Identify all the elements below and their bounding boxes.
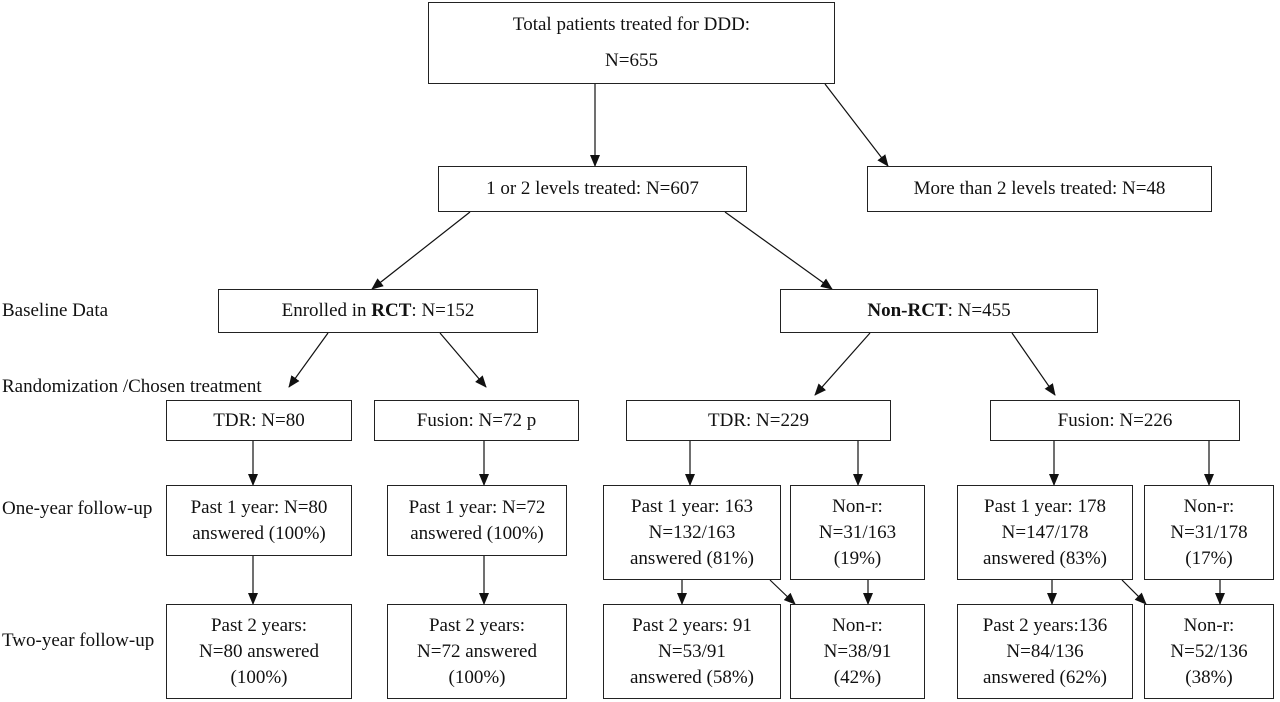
box-levels-more-than-2: More than 2 levels treated: N=48 bbox=[867, 166, 1212, 212]
non-fusion-text: Fusion: N=226 bbox=[1057, 409, 1173, 431]
nonrct-text: Non-RCT: N=455 bbox=[867, 298, 1010, 324]
rct-text: Enrolled in RCT: N=152 bbox=[282, 298, 475, 324]
label-one-year-follow-up: One-year follow-up bbox=[2, 496, 152, 522]
arrow-nonrct-to-fusion bbox=[1011, 332, 1056, 396]
two-year-line1: Two-year bbox=[2, 630, 75, 651]
non-fusion-2y-line3: answered (62%) bbox=[983, 666, 1107, 688]
rct-tdr-text: TDR: N=80 bbox=[213, 409, 305, 431]
non-fusion-1y-line1: Past 1 year: 178 bbox=[984, 495, 1106, 517]
rct-fusion-2y-line3: (100%) bbox=[448, 666, 506, 688]
non-fusion-2y-nr-line2: N=52/136 bbox=[1170, 640, 1248, 662]
non-tdr-2y-nr-line1: Non-r: bbox=[832, 614, 883, 636]
rct-fusion-2y-line2: N=72 answered bbox=[417, 640, 537, 662]
non-tdr-1y-nr-line3: (19%) bbox=[833, 547, 882, 569]
rct-bold: RCT bbox=[371, 300, 412, 321]
non-tdr-1y-nr-line2: N=31/163 bbox=[818, 521, 897, 543]
non-tdr-1y-line2: N=132/163 bbox=[648, 521, 736, 543]
box-rct-tdr-two-year: Past 2 years: N=80 answered (100%) bbox=[166, 604, 352, 699]
label-baseline-data: Baseline Data bbox=[2, 298, 108, 324]
randomization-line1: Randomization bbox=[2, 376, 119, 397]
rct-fusion-2y-line1: Past 2 years: bbox=[428, 614, 526, 636]
arrow-rct-to-tdr bbox=[288, 332, 329, 388]
box-non-fusion-two-year: Past 2 years:136 N=84/136 answered (62%) bbox=[957, 604, 1133, 699]
rct-fusion-1y-line1: Past 1 year: N=72 bbox=[408, 496, 546, 518]
arrow-levels12-to-nonrct bbox=[724, 211, 833, 290]
label-two-year-follow-up: Two-year follow-up bbox=[2, 628, 154, 654]
non-tdr-1y-line3: answered (81%) bbox=[630, 547, 754, 569]
box-non-rct-fusion: Fusion: N=226 bbox=[990, 400, 1240, 441]
box-non-fusion-one-year: Past 1 year: 178 N=147/178 answered (83%… bbox=[957, 485, 1133, 580]
non-tdr-2y-line1: Past 2 years: 91 bbox=[632, 614, 752, 636]
non-fusion-1y-line2: N=147/178 bbox=[1001, 521, 1089, 543]
one-year-line2: follow-up bbox=[77, 498, 153, 519]
non-fusion-2y-nr-line1: Non-r: bbox=[1183, 614, 1235, 636]
non-tdr-1y-line1: Past 1 year: 163 bbox=[631, 495, 753, 517]
non-fusion-1y-nr-line2: N=31/178 bbox=[1170, 521, 1248, 543]
rct-prefix: Enrolled in bbox=[281, 300, 372, 321]
non-fusion-1y-nr-line3: (17%) bbox=[1185, 547, 1233, 569]
box-rct: Enrolled in RCT: N=152 bbox=[218, 289, 538, 333]
randomization-line2: /Chosen bbox=[122, 376, 186, 397]
rct-fusion-text: Fusion: N=72 p bbox=[416, 409, 537, 431]
non-tdr-1y-nr-line1: Non-r: bbox=[832, 495, 883, 517]
box-levels-1-or-2: 1 or 2 levels treated: N=607 bbox=[438, 166, 747, 212]
nonrct-suffix: : N=455 bbox=[947, 300, 1011, 321]
one-year-line1: One-year bbox=[2, 498, 73, 519]
box-non-tdr-two-year: Past 2 years: 91 N=53/91 answered (58%) bbox=[603, 604, 781, 699]
rct-tdr-2y-line1: Past 2 years: bbox=[210, 614, 308, 636]
non-fusion-1y-line3: answered (83%) bbox=[983, 547, 1107, 569]
box-non-rct: Non-RCT: N=455 bbox=[780, 289, 1098, 333]
rct-tdr-1y-line2: answered (100%) bbox=[192, 522, 326, 544]
nonrct-bold: Non-RCT bbox=[867, 300, 948, 321]
box-non-rct-tdr: TDR: N=229 bbox=[626, 400, 891, 441]
box-total-patients: Total patients treated for DDD: N=655 bbox=[428, 2, 835, 84]
non-tdr-2y-nr-line3: (42%) bbox=[833, 666, 882, 688]
rct-tdr-1y-line1: Past 1 year: N=80 bbox=[190, 496, 328, 518]
label-randomization: Randomization /Chosen treatment bbox=[2, 374, 262, 400]
box-non-tdr-one-year: Past 1 year: 163 N=132/163 answered (81%… bbox=[603, 485, 781, 580]
box-rct-fusion-two-year: Past 2 years: N=72 answered (100%) bbox=[387, 604, 567, 699]
box-non-tdr-one-year-nonresponders: Non-r: N=31/163 (19%) bbox=[790, 485, 925, 580]
non-tdr-text: TDR: N=229 bbox=[708, 409, 809, 431]
two-year-line2: follow-up bbox=[79, 630, 155, 651]
box-rct-tdr-one-year: Past 1 year: N=80 answered (100%) bbox=[166, 485, 352, 556]
non-tdr-2y-nr-line2: N=38/91 bbox=[823, 640, 892, 662]
levels-more-text: More than 2 levels treated: N=48 bbox=[913, 178, 1166, 199]
non-fusion-2y-nr-line3: (38%) bbox=[1185, 666, 1233, 688]
non-fusion-2y-line2: N=84/136 bbox=[1006, 640, 1084, 662]
baseline-line1: Baseline Data bbox=[2, 300, 109, 321]
arrow-nonrct-to-tdr bbox=[814, 332, 871, 396]
box-rct-fusion: Fusion: N=72 p bbox=[374, 400, 579, 441]
box-non-tdr-two-year-nonresponders: Non-r: N=38/91 (42%) bbox=[790, 604, 925, 699]
arrow-non-tdr-1y-to-2y-nr bbox=[769, 579, 796, 605]
non-fusion-2y-line1: Past 2 years:136 bbox=[982, 614, 1108, 636]
non-fusion-1y-nr-line1: Non-r: bbox=[1183, 495, 1235, 517]
box-non-fusion-two-year-nonresponders: Non-r: N=52/136 (38%) bbox=[1144, 604, 1274, 699]
randomization-line3: treatment bbox=[189, 376, 262, 397]
non-tdr-2y-line2: N=53/91 bbox=[658, 640, 726, 662]
box-rct-tdr: TDR: N=80 bbox=[166, 400, 352, 441]
levels12-text: 1 or 2 levels treated: N=607 bbox=[486, 178, 699, 199]
arrow-non-fusion-1y-to-2y-nr bbox=[1121, 579, 1147, 605]
rct-fusion-1y-line2: answered (100%) bbox=[410, 522, 544, 544]
arrow-rct-to-fusion bbox=[439, 332, 487, 388]
rct-tdr-2y-line3: (100%) bbox=[230, 666, 288, 688]
rct-suffix: : N=152 bbox=[411, 300, 475, 321]
rct-tdr-2y-line2: N=80 answered bbox=[199, 640, 319, 662]
total-line2: N=655 bbox=[605, 50, 658, 71]
total-line1: Total patients treated for DDD: bbox=[512, 14, 751, 35]
arrow-total-to-levels-more bbox=[824, 83, 889, 167]
box-non-fusion-one-year-nonresponders: Non-r: N=31/178 (17%) bbox=[1144, 485, 1274, 580]
box-rct-fusion-one-year: Past 1 year: N=72 answered (100%) bbox=[387, 485, 567, 556]
non-tdr-2y-line3: answered (58%) bbox=[630, 666, 754, 688]
arrow-levels12-to-rct bbox=[371, 211, 471, 290]
